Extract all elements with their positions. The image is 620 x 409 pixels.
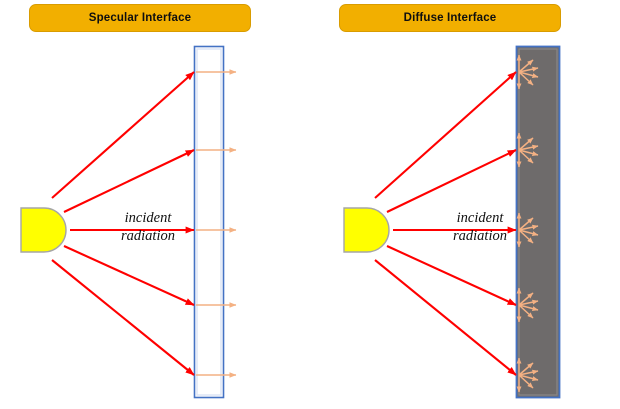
radiation-source <box>20 207 67 253</box>
incident-rays <box>374 71 517 376</box>
panel-title-specular: Specular Interface <box>29 4 251 32</box>
specular-slab <box>193 45 225 399</box>
panel-diffuse: Diffuse Interface <box>310 0 620 409</box>
incident-label-line1: incident <box>456 210 504 226</box>
incident-radiation-label: incident radiation <box>96 210 200 245</box>
radiation-source <box>343 207 390 253</box>
incident-rays <box>51 71 195 376</box>
transmitted-rays <box>196 69 237 378</box>
diffuse-slab <box>515 45 561 399</box>
incident-radiation-label: incident radiation <box>428 210 532 245</box>
panel-specular: Specular Interface <box>20 4 251 399</box>
diffuse-diagram <box>343 45 561 399</box>
specular-diagram <box>20 45 237 399</box>
panel-title-diffuse: Diffuse Interface <box>339 4 561 32</box>
incident-label-line2: radiation <box>453 227 507 244</box>
incident-label-line1: incident <box>124 210 172 226</box>
incident-label-line2: radiation <box>121 227 175 244</box>
